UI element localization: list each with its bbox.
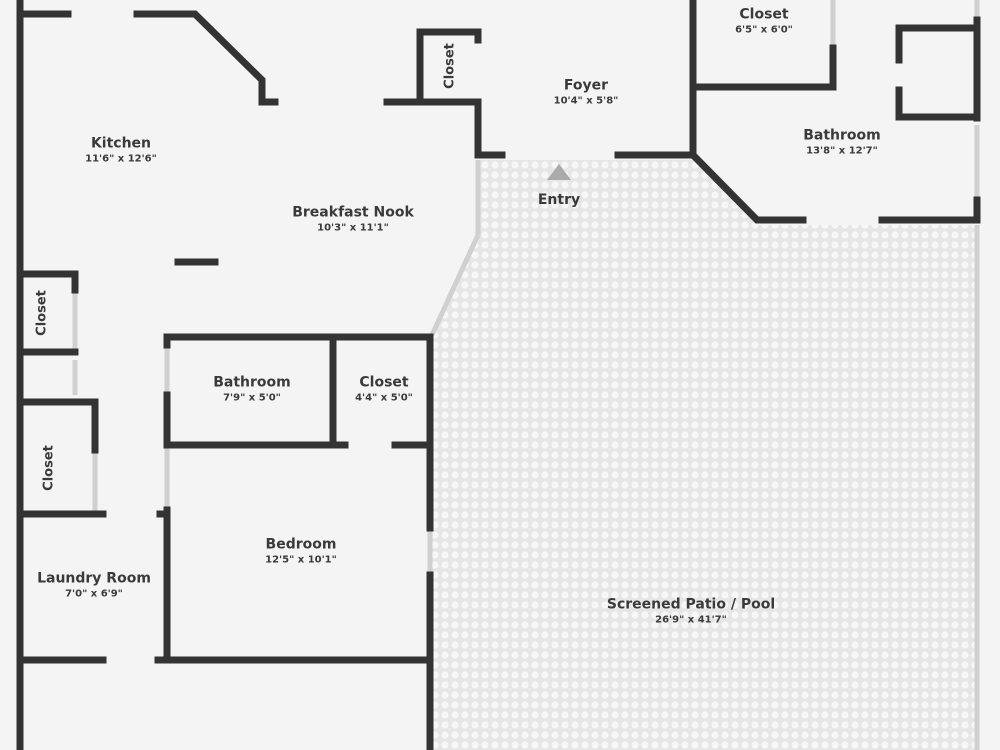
room-dims: 7'9" x 5'0"	[223, 392, 281, 404]
room-name: Closet	[739, 6, 789, 23]
entry-label: Entry	[537, 192, 581, 208]
room-name: Breakfast Nook	[292, 204, 414, 221]
closet-label: Closet	[442, 43, 458, 89]
room-name: Bedroom	[265, 536, 337, 553]
room-dims: 7'0" x 6'9"	[65, 588, 123, 600]
room-name: Closet	[359, 374, 409, 391]
room-name: Screened Patio / Pool	[606, 596, 776, 613]
room-dims: 26'9" x 41'7"	[655, 614, 727, 626]
room-name: Kitchen	[90, 135, 152, 152]
room-name: Bathroom	[803, 127, 881, 144]
room-dims: 10'4" x 5'8"	[553, 95, 619, 107]
room-dims: 13'8" x 12'7"	[806, 145, 878, 157]
walls	[16, 0, 981, 750]
windows	[72, 0, 980, 750]
room-dims: 12'5" x 10'1"	[265, 554, 337, 566]
room-dims: 6'5" x 6'0"	[735, 24, 793, 36]
entry-arrow-icon	[547, 164, 571, 180]
room-name: Bathroom	[213, 374, 291, 391]
closet-label: Closet	[41, 445, 57, 491]
room-name: Laundry Room	[37, 570, 151, 587]
room-dims: 10'3" x 11'1"	[317, 222, 389, 234]
room-dims: 11'6" x 12'6"	[85, 153, 157, 165]
closet-label: Closet	[34, 290, 50, 336]
room-dims: 4'4" x 5'0"	[355, 392, 413, 404]
room-name: Foyer	[563, 77, 609, 94]
patio-floor	[432, 160, 977, 750]
